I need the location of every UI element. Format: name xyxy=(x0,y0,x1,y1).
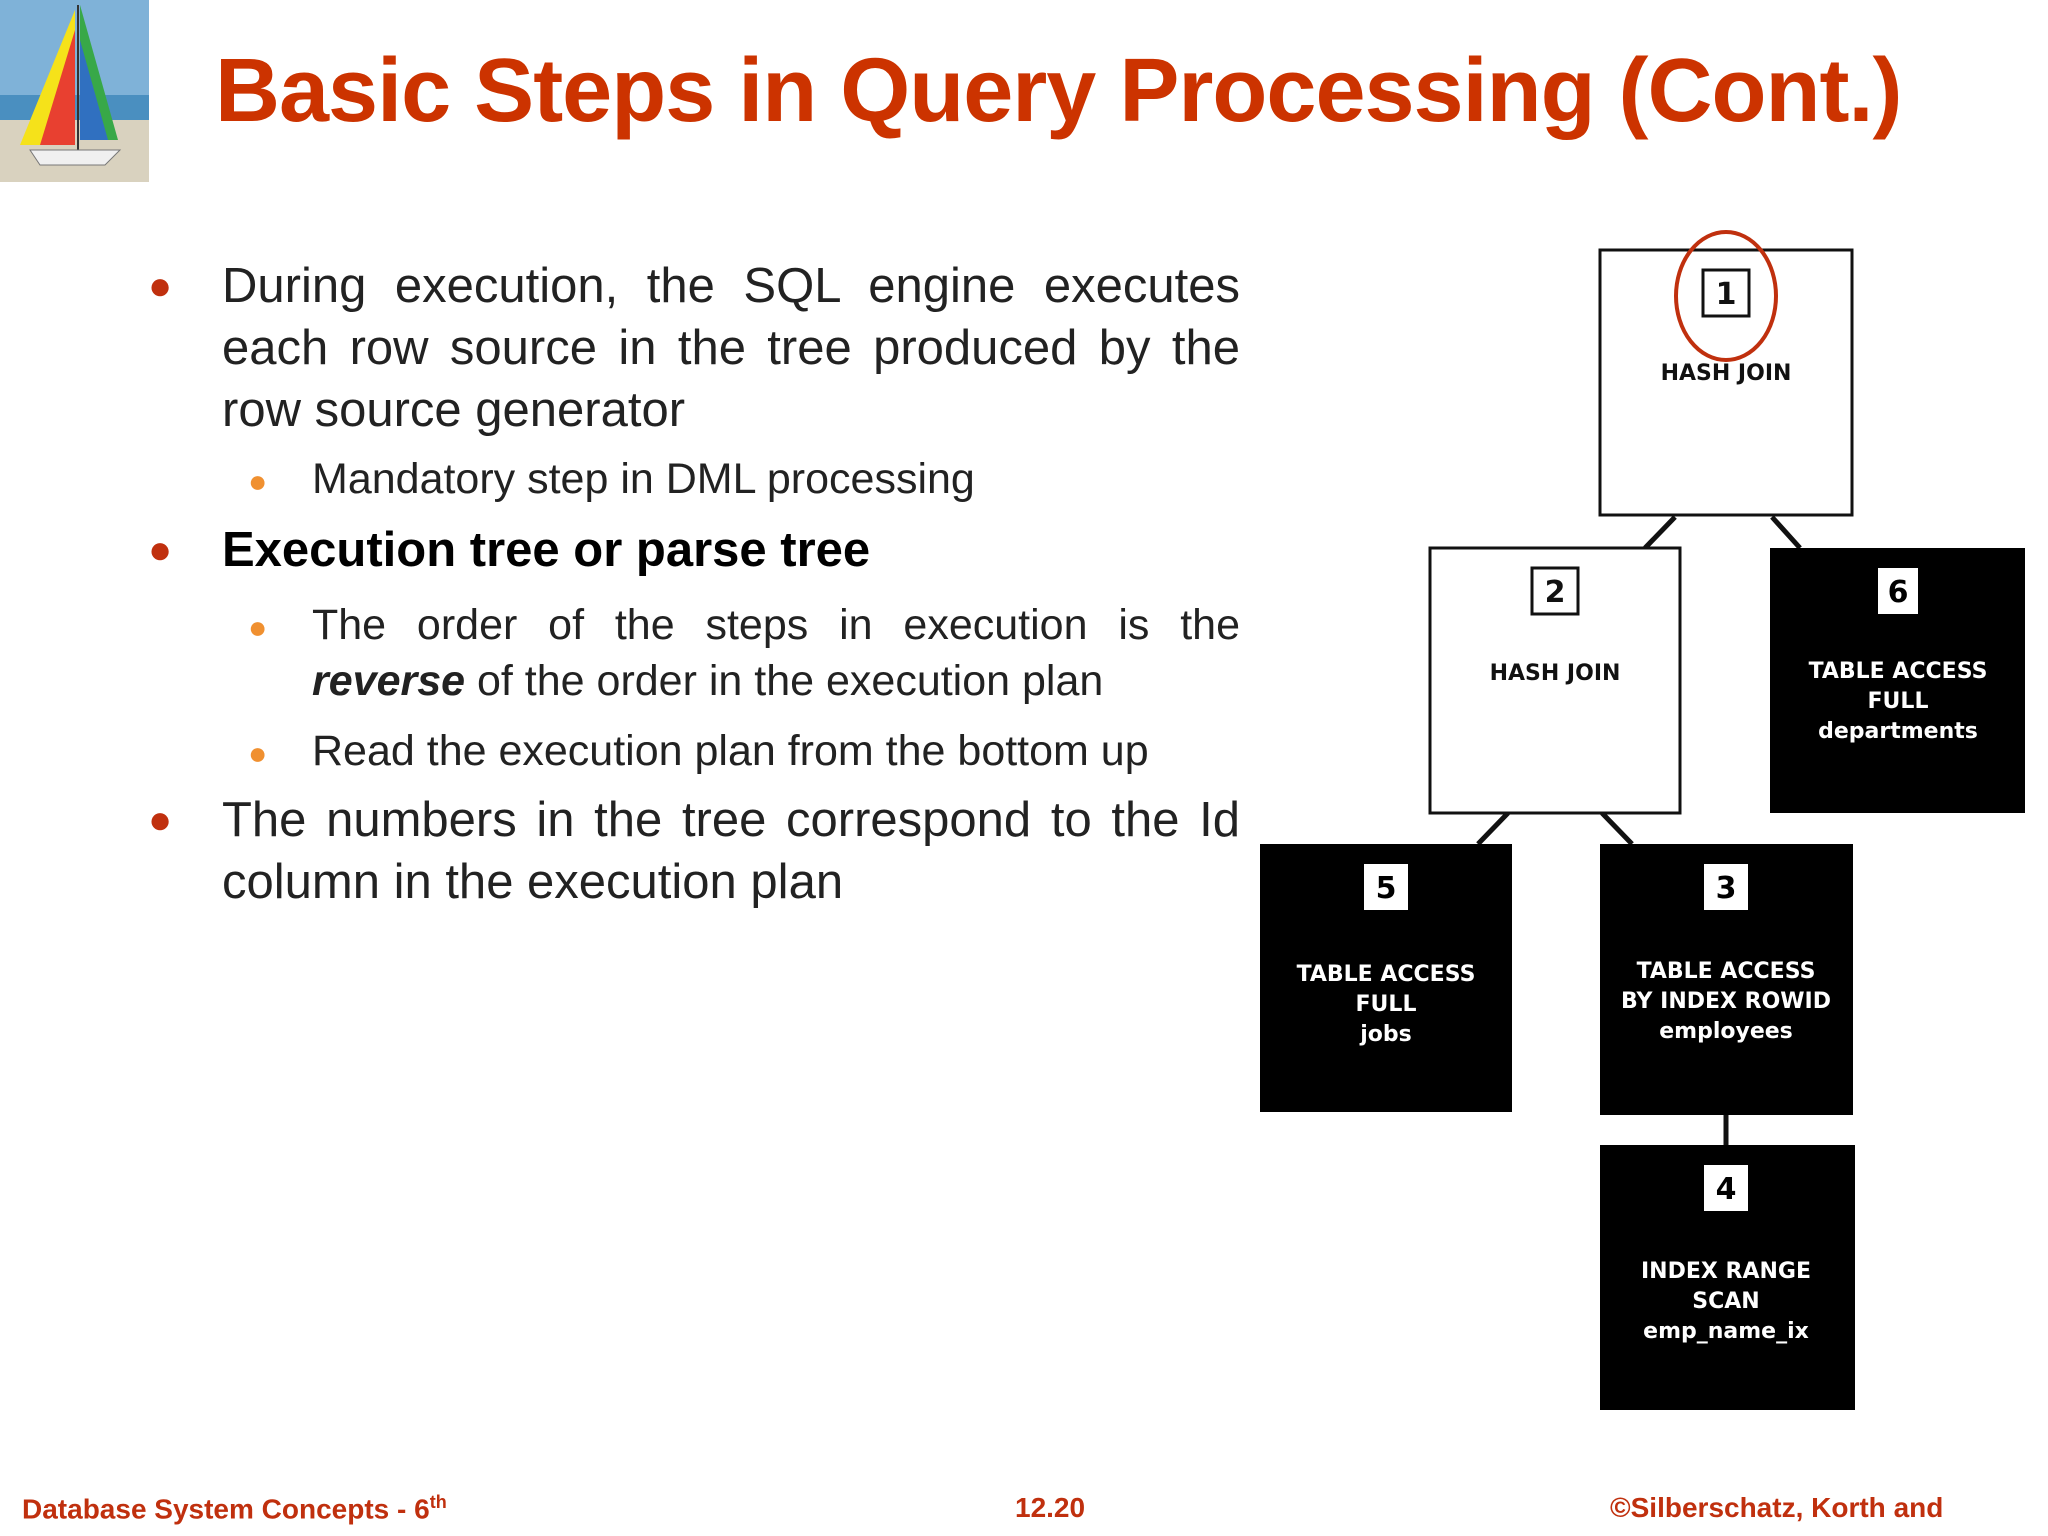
sub-bullet-item: ● Mandatory step in DML processing xyxy=(140,451,1240,507)
node-1-label: HASH JOIN xyxy=(1661,361,1792,386)
bullet-item: ● Execution tree or parse tree xyxy=(140,519,1240,581)
bullet-item: ● During execution, the SQL engine execu… xyxy=(140,255,1240,441)
emphasis-text: reverse xyxy=(312,657,466,705)
sub-bullet-icon: ● xyxy=(248,463,268,499)
node-6-id: 6 xyxy=(1888,575,1909,610)
node-3-line-2: BY INDEX ROWID xyxy=(1621,989,1831,1014)
node-5-line-1: TABLE ACCESS xyxy=(1297,962,1476,987)
node-5-line-2: FULL xyxy=(1356,992,1417,1017)
node-4-line-1: INDEX RANGE xyxy=(1641,1259,1811,1284)
edge-1-6 xyxy=(1770,515,1802,550)
tree-node-4: 4 INDEX RANGE SCAN emp_name_ix xyxy=(1600,1145,1855,1410)
node-5-id: 5 xyxy=(1376,871,1397,906)
node-2-label: HASH JOIN xyxy=(1490,661,1621,686)
sub-bullet-icon: ● xyxy=(248,735,268,771)
slide-title: Basic Steps in Query Processing (Cont.) xyxy=(215,41,1902,141)
sub-bullet-item: ● Read the execution plan from the botto… xyxy=(140,723,1240,779)
sub-bullet-item: ● The order of the steps in execution is… xyxy=(140,597,1240,709)
bullet-icon: ● xyxy=(148,798,173,842)
bullet-icon: ● xyxy=(148,264,173,308)
sub-bullet-text-start: The order of the steps in execution is t… xyxy=(312,601,1240,649)
node-5-line-3: jobs xyxy=(1359,1022,1412,1047)
sub-bullet-icon: ● xyxy=(248,609,268,645)
tree-node-6: 6 TABLE ACCESS FULL departments xyxy=(1770,548,2025,813)
footer-page-number: 12.20 xyxy=(1015,1492,1086,1523)
highlight-circle xyxy=(1674,230,1778,362)
node-6-line-1: TABLE ACCESS xyxy=(1809,659,1988,684)
execution-tree-diagram: 1 HASH JOIN 2 HASH JOIN 6 TABLE ACCESS F… xyxy=(1260,230,2025,1410)
bullet-text: Execution tree or parse tree xyxy=(222,523,871,577)
node-3-line-3: employees xyxy=(1659,1019,1793,1044)
footer-book-title: Database System Concepts - 6 xyxy=(22,1493,430,1525)
bullet-text: The numbers in the tree correspond to th… xyxy=(222,793,1240,909)
bullet-list: ● During execution, the SQL engine execu… xyxy=(140,255,1240,913)
node-3-line-1: TABLE ACCESS xyxy=(1637,959,1816,984)
node-4-id: 4 xyxy=(1716,1172,1737,1207)
tree-node-1: 1 HASH JOIN xyxy=(1598,230,1854,517)
node-2-id: 2 xyxy=(1545,575,1566,610)
node-6-line-3: departments xyxy=(1818,719,1978,744)
edge-1-2 xyxy=(1643,515,1677,550)
footer-left: Database System Concepts - 6th xyxy=(22,1492,447,1525)
sailboat-logo xyxy=(0,0,149,182)
edge-2-5 xyxy=(1476,811,1510,846)
node-4-line-2: SCAN xyxy=(1692,1289,1759,1314)
edge-2-3 xyxy=(1600,811,1634,846)
tree-node-5: 5 TABLE ACCESS FULL jobs xyxy=(1260,844,1512,1112)
node-3-id: 3 xyxy=(1716,871,1737,906)
sub-bullet-text-end: of the order in the execution plan xyxy=(465,657,1104,705)
tree-connectors xyxy=(1476,515,1802,1145)
tree-node-3: 3 TABLE ACCESS BY INDEX ROWID employees xyxy=(1600,844,1853,1115)
sub-bullet-text: Read the execution plan from the bottom … xyxy=(312,727,1149,775)
sub-bullet-text: Mandatory step in DML processing xyxy=(312,455,975,503)
node-4-line-3: emp_name_ix xyxy=(1643,1319,1809,1344)
tree-node-2: 2 HASH JOIN xyxy=(1428,546,1682,815)
bullet-icon: ● xyxy=(148,528,173,572)
node-1-id: 1 xyxy=(1716,277,1737,312)
bullet-text: During execution, the SQL engine execute… xyxy=(222,259,1240,437)
footer-copyright: ©Silberschatz, Korth and xyxy=(1610,1492,1944,1523)
bullet-item: ● The numbers in the tree correspond to … xyxy=(140,789,1240,913)
node-6-line-2: FULL xyxy=(1868,689,1929,714)
footer-edition-superscript: th xyxy=(429,1492,447,1512)
